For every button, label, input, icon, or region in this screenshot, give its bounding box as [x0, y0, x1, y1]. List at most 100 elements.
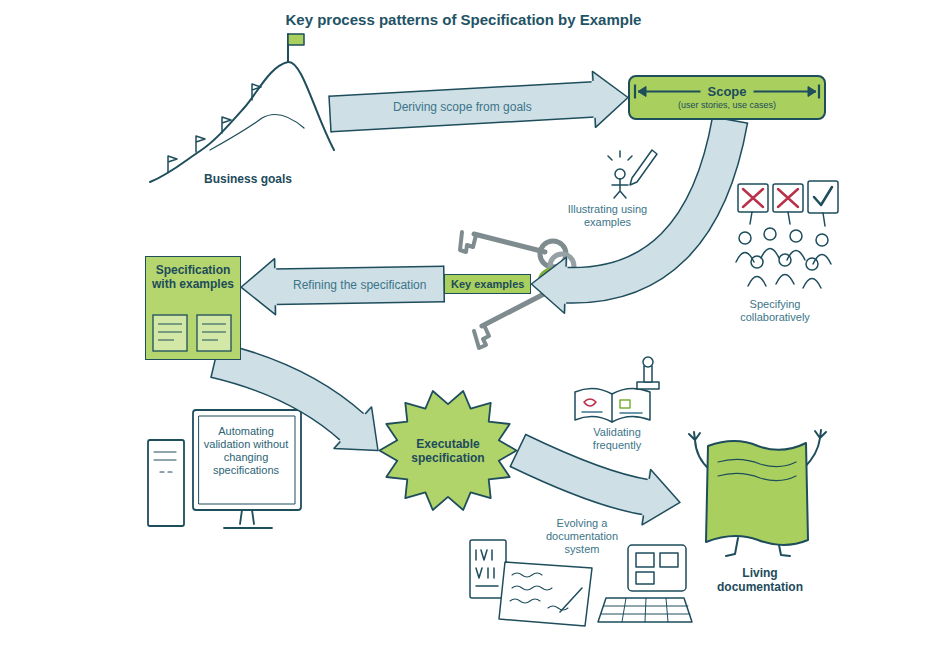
keyboard-keys: [601, 598, 690, 622]
living-documentation-title: Living documentation: [708, 566, 812, 594]
flow-arrow-outline: [330, 99, 594, 114]
figure-head: [615, 169, 625, 179]
flow-arrow-head-fill: [531, 257, 567, 313]
annotation-label: Validating frequently: [572, 426, 662, 452]
figure-body: [706, 441, 808, 545]
stamp-knob: [643, 357, 653, 367]
flow-arrow-outline: [565, 120, 730, 285]
key-examples-tag: Key examples: [444, 274, 531, 294]
hill-ridge: [210, 114, 304, 150]
goal-title: Business goals: [204, 172, 292, 186]
computer-sketch: [148, 410, 301, 528]
tower-details: [154, 452, 176, 472]
scope-subtitle: (user stories, use cases): [678, 100, 776, 111]
flow-arrow-body: [565, 120, 730, 285]
ledger: [470, 540, 506, 598]
key-shaft: [474, 234, 545, 252]
flow-arrow-body: [518, 451, 646, 498]
hill-outline: [150, 62, 334, 182]
annotation-label: Illustrating using examples: [560, 203, 655, 229]
stamp-base: [637, 382, 659, 389]
flow-arrow: [241, 259, 444, 315]
flow-arrow-body: [215, 360, 353, 428]
validation-stamp-sketch: [575, 357, 659, 422]
computer-tower: [148, 440, 184, 526]
living-documentation-node: Living documentation: [680, 425, 840, 597]
book-doodle: [584, 399, 596, 406]
flow-arrow-head-outline: [642, 470, 680, 525]
idea-card: [808, 181, 838, 213]
annotation-label: Automating validation without changing s…: [203, 425, 289, 477]
key-examples-text: Key examples: [451, 277, 524, 291]
monitor-screen: [199, 416, 295, 504]
annotation-label: Specifying collaboratively: [725, 298, 825, 324]
scope-box: Scope(user stories, use cases): [628, 75, 826, 120]
specification-box: Specification with examples: [145, 256, 241, 360]
book-doodle: [620, 400, 630, 408]
living-documentation-figure: [689, 430, 826, 556]
person-body: [736, 249, 831, 289]
rejected-cross: [778, 189, 798, 207]
pen: [560, 588, 582, 612]
flow-arrow-head-outline: [334, 407, 378, 451]
collaboration-sketch: [736, 181, 838, 288]
executable-title: Executable specification: [402, 437, 494, 465]
figure-page-lines: [718, 459, 796, 480]
tablet-tile: [660, 553, 678, 567]
goal-flag: [196, 136, 205, 152]
keyboard: [598, 598, 692, 622]
flow-arrow-head-fill: [591, 71, 628, 127]
handwriting: [510, 573, 568, 610]
stamp-handle: [644, 366, 652, 382]
monitor-stand: [224, 510, 272, 528]
book-lines: [582, 412, 642, 413]
document-icon: [197, 315, 231, 351]
book-spine: [611, 394, 613, 422]
handwritten-page: [499, 562, 592, 626]
idea-card: [773, 184, 803, 212]
rejected-cross: [743, 189, 763, 207]
flow-arrow-head-outline: [241, 259, 275, 315]
person-head: [764, 228, 776, 240]
executable-starburst: Executable specification: [378, 388, 518, 513]
flow-arrow-head-outline: [593, 71, 628, 127]
person-head: [790, 230, 802, 242]
tablet-tile: [636, 553, 654, 567]
ledger-marks: [476, 550, 498, 586]
person-head: [806, 258, 818, 270]
flow-arrow-tail: [329, 96, 331, 133]
document-lines: [202, 324, 226, 340]
document-lines: [158, 324, 182, 340]
idea-sparks: [608, 151, 632, 160]
tablet-tile: [636, 572, 654, 584]
open-book: [575, 388, 650, 422]
illustrating-icon: [608, 150, 657, 198]
flow-arrow: [531, 117, 748, 313]
tablet: [628, 545, 686, 591]
flow-arrow-outline: [215, 360, 353, 428]
person-head: [739, 232, 751, 244]
goal-node: Business goals: [150, 40, 330, 188]
accepted-check: [814, 187, 832, 205]
flow-arrow-body: [330, 99, 594, 114]
key-bit: [460, 232, 476, 252]
goal-flag: [252, 84, 261, 100]
diagram-title: Key process patterns of Specification by…: [0, 11, 927, 29]
scope-title: Scope: [707, 84, 746, 99]
key-bit: [474, 325, 489, 348]
figure-body: [612, 179, 628, 198]
flow-arrow-head-outline: [531, 257, 566, 313]
flow-arrow-head-fill: [241, 259, 277, 315]
business-goals-hill: [150, 34, 334, 182]
arrow-label: Refining the specification: [291, 278, 428, 292]
flow-arrow: [329, 71, 628, 132]
annotation-label: Evolving a documentation system: [538, 517, 626, 556]
idea-card: [738, 184, 768, 212]
starburst-shape: [380, 391, 517, 510]
key-shaft: [482, 294, 544, 326]
document-icon: [153, 315, 187, 351]
monitor-frame: [193, 410, 301, 510]
card-stick: [750, 212, 825, 226]
summit-flag: [288, 34, 304, 45]
goal-flag: [222, 117, 231, 133]
